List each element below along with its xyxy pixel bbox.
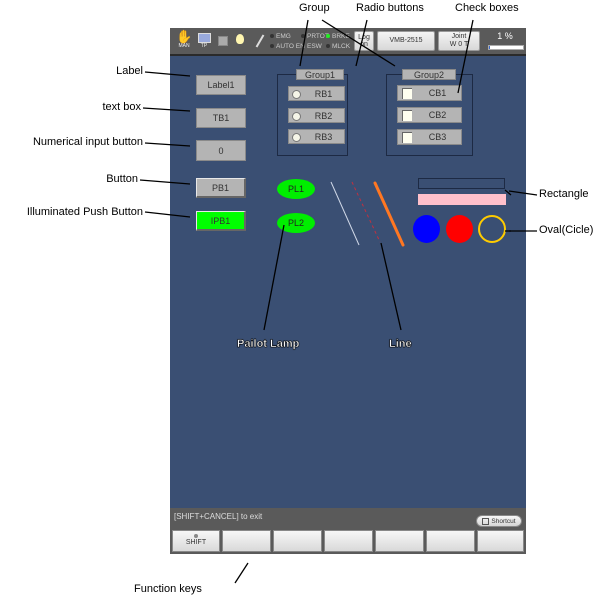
indicator-brke: BRKE (326, 33, 350, 40)
annotation-illuminated-push-button: Illuminated Push Button (26, 206, 143, 218)
log-on-button[interactable]: Log on (354, 31, 374, 51)
annotation-button: Button (106, 173, 138, 185)
speed-value: 1 % (497, 31, 513, 41)
status-bar: ✋ MAN TP EMG AUTO EN PRTOT ESW BRKE MLCK… (170, 28, 526, 56)
oval-ring (478, 215, 506, 243)
radio-icon (292, 90, 301, 99)
function-key-3[interactable] (273, 530, 322, 552)
button-pb1[interactable]: PB1 (196, 178, 246, 198)
oval-blue (413, 215, 440, 243)
annotation-numerical-input-button: Numerical input button (32, 136, 143, 148)
group2-title: Group2 (402, 69, 456, 80)
numeric-input-button[interactable]: 0 (196, 140, 246, 161)
annotation-check-boxes: Check boxes (455, 2, 519, 14)
line-red-dashed (351, 181, 381, 243)
indicator-esw: ESW (307, 43, 322, 50)
checkbox-cb1[interactable]: CB1 (397, 85, 462, 101)
checkbox-cb2[interactable]: CB2 (397, 107, 462, 123)
annotation-rectangle: Rectangle (539, 188, 589, 200)
exit-hint: [SHIFT+CANCEL] to exit (174, 512, 263, 521)
annotation-line: Line (389, 338, 412, 350)
checkbox-icon (402, 132, 412, 143)
radio-button-rb2[interactable]: RB2 (288, 108, 345, 123)
function-key-7[interactable] (477, 530, 524, 552)
indicator-auto-en: AUTO EN (270, 43, 305, 50)
annotation-text-box: text box (102, 101, 141, 113)
oval-red (446, 215, 473, 243)
group1-title: Group1 (296, 69, 344, 80)
function-key-6[interactable] (426, 530, 475, 552)
rectangle-filled (418, 194, 506, 205)
radio-icon (292, 133, 301, 142)
shift-indicator-icon (194, 534, 198, 538)
annotation-radio-buttons: Radio buttons (356, 2, 424, 14)
function-key-5[interactable] (375, 530, 424, 552)
rectangle-outline (418, 178, 505, 189)
pilot-lamp-pl1: PL1 (277, 179, 315, 199)
annotation-label: Label (116, 65, 143, 77)
radio-icon (292, 112, 301, 121)
line-white (330, 181, 360, 246)
indicator-prtot: PRTOT (301, 33, 329, 40)
tp-icon[interactable]: TP (196, 31, 212, 51)
function-key-shift[interactable]: SHIFT (172, 530, 220, 552)
annotation-group: Group (299, 2, 330, 14)
speed-bar-fill (489, 46, 491, 49)
hand-icon[interactable]: ✋ MAN (176, 29, 193, 49)
line-shapes (330, 181, 405, 247)
light-bulb-icon[interactable] (234, 31, 246, 51)
illuminated-button-ipb1[interactable]: IPB1 (196, 211, 246, 231)
annotation-function-keys: Function keys (134, 583, 202, 595)
pendant-screen: ✋ MAN TP EMG AUTO EN PRTOT ESW BRKE MLCK… (170, 28, 526, 554)
checkbox-icon (402, 88, 412, 99)
function-bar: [SHIFT+CANCEL] to exit Shortcut SHIFT (170, 508, 526, 554)
label1: Label1 (196, 75, 246, 95)
indicator-emg: EMG (270, 33, 291, 40)
coordinate-button[interactable]: Joint W 0 T (438, 31, 480, 51)
radio-button-rb1[interactable]: RB1 (288, 86, 345, 101)
textbox-tb1[interactable]: TB1 (196, 108, 246, 128)
checkbox-cb3[interactable]: CB3 (397, 129, 462, 145)
shortcut-icon (482, 517, 490, 525)
stop-square-icon[interactable] (217, 31, 229, 51)
radio-button-rb3[interactable]: RB3 (288, 129, 345, 144)
speed-bar[interactable] (488, 45, 524, 50)
annotation-pilot-lamp: Pailot Lamp (237, 338, 300, 350)
checkbox-icon (402, 110, 412, 121)
pilot-lamp-pl2: PL2 (277, 213, 315, 233)
function-key-2[interactable] (222, 530, 271, 552)
wrench-icon[interactable] (254, 31, 266, 51)
annotation-oval: Oval(Cicle) (539, 224, 594, 236)
indicator-mlck: MLCK (326, 43, 350, 50)
shortcut-button[interactable]: Shortcut (476, 515, 522, 527)
function-key-4[interactable] (324, 530, 373, 552)
model-button[interactable]: VMB-2515 (377, 31, 435, 51)
line-orange (373, 181, 405, 247)
